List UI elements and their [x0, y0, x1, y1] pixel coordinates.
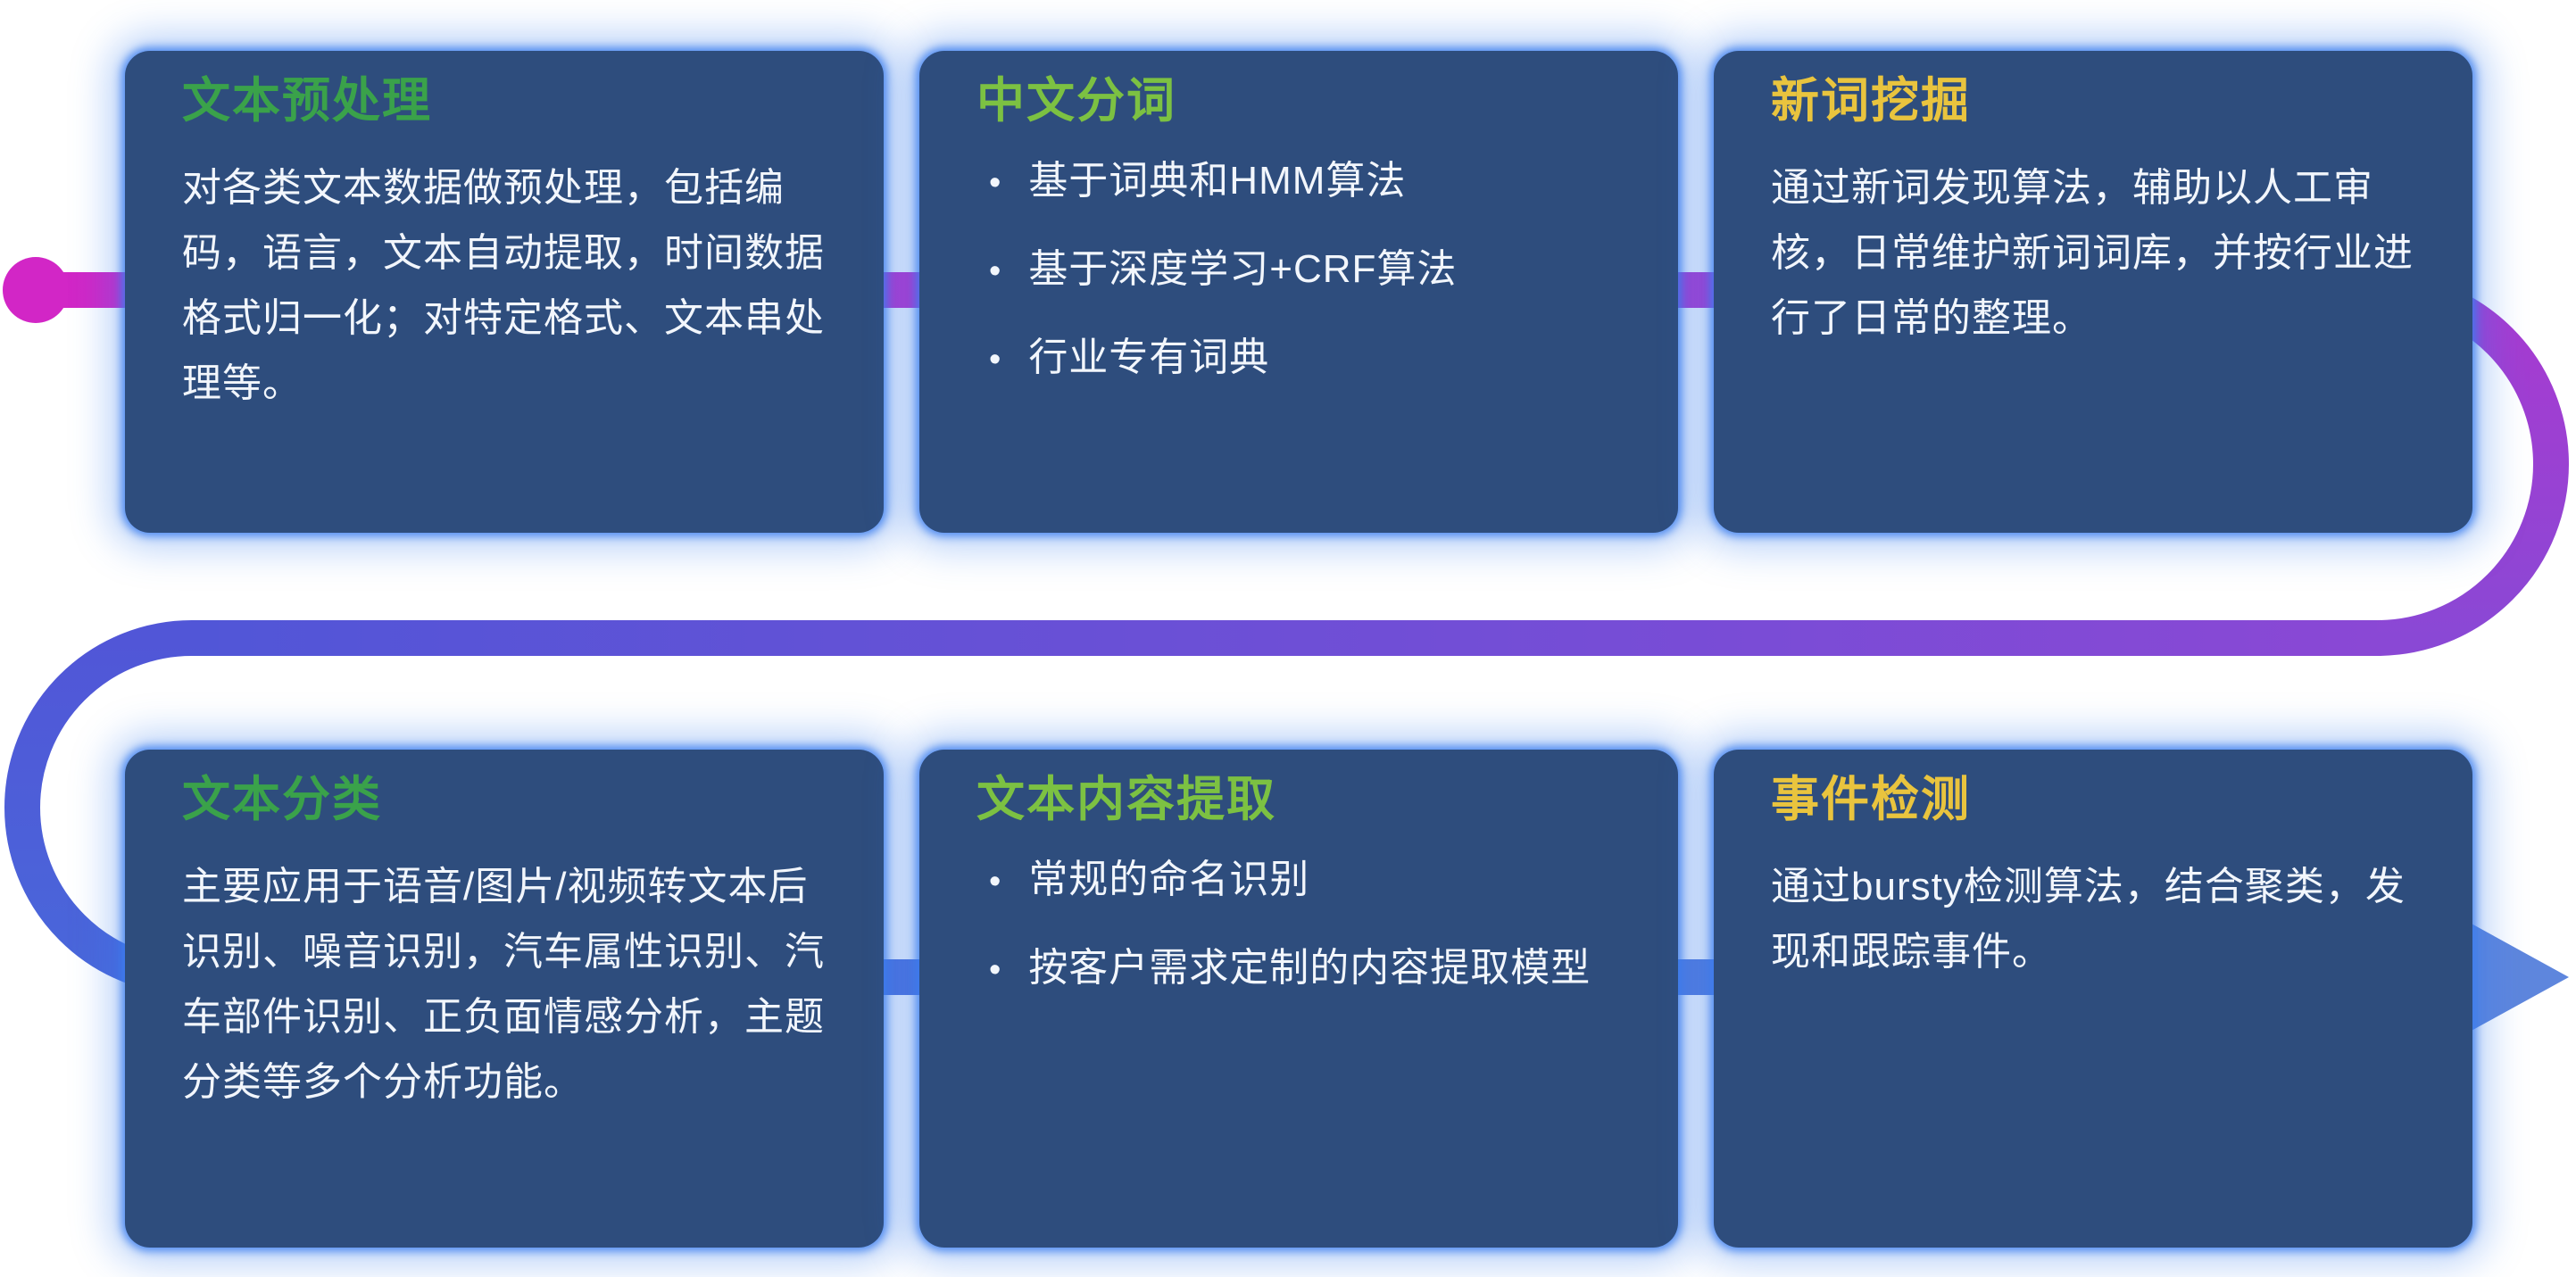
card-text-content-extraction: 文本内容提取 • 常规的命名识别 • 按客户需求定制的内容提取模型 [919, 750, 1678, 1248]
bullet-dot-icon: • [989, 252, 1002, 290]
card-title: 中文分词 [976, 74, 1176, 128]
bullet-text: 行业专有词典 [1028, 336, 1270, 380]
bullet-list: • 基于词典和HMM算法 • 基于深度学习+CRF算法 • 行业专有词典 [976, 155, 1623, 384]
bullet-list: • 常规的命名识别 • 按客户需求定制的内容提取模型 [976, 854, 1623, 993]
bullet-dot-icon: • [989, 862, 1002, 900]
card-text-preprocessing: 文本预处理 对各类文本数据做预处理，包括编码，语言，文本自动提取，时间数据格式归… [125, 51, 884, 533]
flow-curve-left [4, 620, 219, 995]
flow-arrow-icon [2460, 917, 2569, 1037]
card-title: 文本分类 [182, 773, 382, 826]
card-body-text: 通过新词发现算法，辅助以人工审核，日常维护新词词库，并按行业进行了日常的整理。 [1771, 165, 2414, 340]
bullet-item: • 按客户需求定制的内容提取模型 [976, 942, 1623, 993]
bullet-text: 常规的命名识别 [1028, 857, 1310, 901]
bullet-item: • 常规的命名识别 [976, 854, 1623, 905]
bullet-item: • 基于词典和HMM算法 [976, 155, 1623, 206]
bullet-dot-icon: • [989, 950, 1002, 989]
card-title: 文本内容提取 [976, 773, 1276, 826]
card-body-text: 主要应用于语音/图片/视频转文本后识别、噪音识别，汽车属性识别、汽车部件识别、正… [182, 864, 825, 1104]
bullet-text: 按客户需求定制的内容提取模型 [1028, 945, 1591, 990]
card-title: 文本预处理 [182, 74, 432, 128]
bullet-dot-icon: • [989, 341, 1002, 379]
card-body-text: 对各类文本数据做预处理，包括编码，语言，文本自动提取，时间数据格式归一化；对特定… [182, 165, 825, 405]
card-new-word-mining: 新词挖掘 通过新词发现算法，辅助以人工审核，日常维护新词词库，并按行业进行了日常… [1714, 51, 2472, 533]
bullet-text: 基于词典和HMM算法 [1028, 158, 1407, 203]
card-title: 新词挖掘 [1771, 74, 1971, 128]
bullet-dot-icon: • [989, 163, 1002, 202]
bullet-item: • 基于深度学习+CRF算法 [976, 244, 1623, 294]
card-event-detection: 事件检测 通过bursty检测算法，结合聚类，发现和跟踪事件。 [1714, 750, 2472, 1248]
flow-start-dot [3, 257, 69, 323]
card-body-text: 通过bursty检测算法，结合聚类，发现和跟踪事件。 [1771, 864, 2406, 974]
card-text-classification: 文本分类 主要应用于语音/图片/视频转文本后识别、噪音识别，汽车属性识别、汽车部… [125, 750, 884, 1248]
card-title: 事件检测 [1771, 773, 1971, 826]
bullet-text: 基于深度学习+CRF算法 [1028, 246, 1458, 291]
bullet-item: • 行业专有词典 [976, 332, 1623, 383]
card-chinese-word-segmentation: 中文分词 • 基于词典和HMM算法 • 基于深度学习+CRF算法 • 行业专有词… [919, 51, 1678, 533]
